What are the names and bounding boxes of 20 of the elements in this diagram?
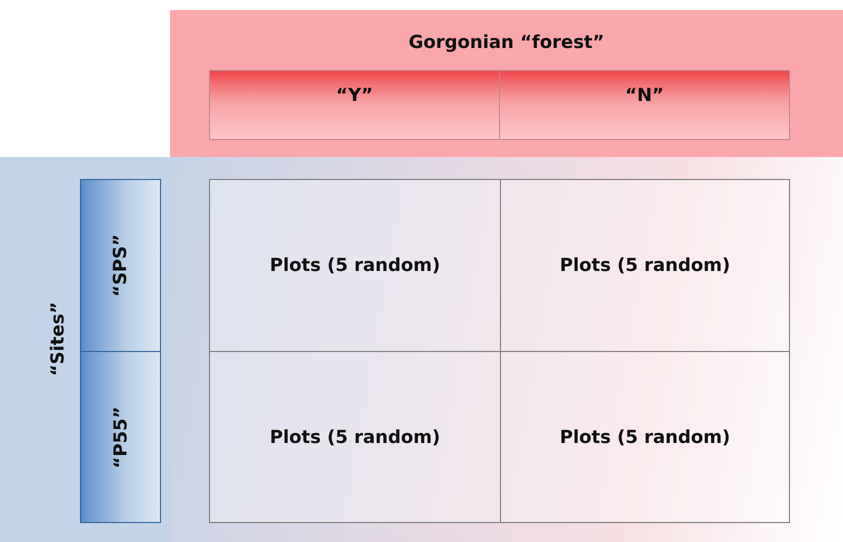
column-header-band <box>170 10 843 157</box>
column-header-label: “N” <box>625 85 664 108</box>
column-header-label: “Y” <box>336 85 374 108</box>
table-cell <box>500 351 790 523</box>
row-header-label: “SPS” <box>110 234 131 297</box>
cell-text: Plots (5 random) <box>560 426 730 448</box>
row-header-cell <box>80 179 161 352</box>
cell-text: Plots (5 random) <box>270 255 440 276</box>
table-cell <box>500 179 790 352</box>
cell-text: Plots (5 random) <box>560 255 730 276</box>
cell-text: Plots (5 random) <box>270 426 440 448</box>
column-group-label: Gorgonian “forest” <box>408 32 606 53</box>
row-header-cell <box>80 351 161 523</box>
row-header-label: “P55” <box>110 406 131 468</box>
row-header-band <box>0 157 170 542</box>
column-header-cell <box>499 70 790 140</box>
column-header-cell <box>209 70 500 140</box>
table-cell <box>209 351 501 523</box>
table-cell <box>209 179 501 352</box>
row-group-label: “Sites” <box>48 302 68 376</box>
